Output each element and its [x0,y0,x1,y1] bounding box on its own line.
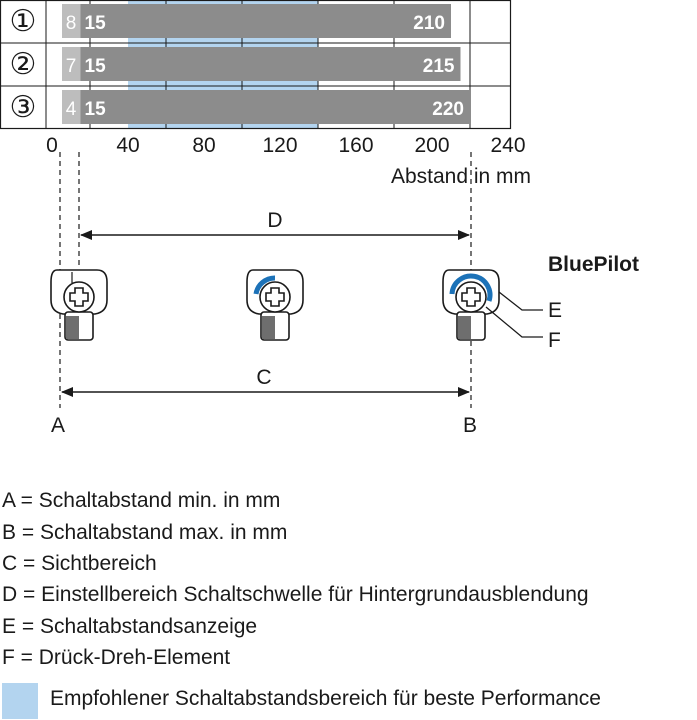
knob-stem-shade [262,316,275,339]
min-zone-bar [62,90,81,124]
bar-row: ② 7 15 215 [10,47,461,81]
x-axis-label: Abstand in mm [391,165,531,188]
dimension-d: D [80,209,470,240]
cross-screw-icon [69,287,89,307]
end-value-label: 210 [413,13,445,34]
legend-e: E = Schaltabstandsanzeige [2,615,258,638]
callout-e: E [498,291,562,322]
bar-row: ③ 4 15 220 [10,90,470,124]
chart-bars: ① 8 15 210 ② 7 15 215 ③ 4 15 220 [10,4,470,124]
label-a: A [51,414,65,437]
row-marker: ③ [10,91,37,124]
knob-stem-shade [458,316,471,339]
x-tick-label: 40 [116,134,139,157]
min-zone-bar [62,47,81,81]
bluepilot-label: BluePilot [548,253,639,276]
x-tick-label: 80 [192,134,215,157]
end-value-label: 220 [432,99,464,120]
label-c: C [256,366,271,389]
cross-screw-icon [265,287,285,307]
legend-c: C = Sichtbereich [2,552,157,575]
knob [442,269,500,341]
range-bar [80,47,461,81]
blue-indicator-arc [449,273,493,302]
label-b: B [463,414,477,437]
x-axis-ticks: 0 40 80 120 160 200 240 [46,134,525,157]
dimension-c: C [61,366,470,397]
x-tick-label: 0 [46,134,58,157]
start-value-label: 15 [85,99,107,120]
min-value-label: 8 [66,13,77,34]
start-value-label: 15 [85,56,107,77]
min-value-label: 7 [66,56,77,77]
label-f: F [548,329,561,352]
legend-b: B = Schaltabstand max. in mm [2,521,288,544]
knob-row [50,269,500,341]
label-e: E [548,299,562,322]
x-tick-label: 160 [338,134,373,157]
cross-screw-icon [461,287,481,307]
range-bar [80,4,451,38]
performance-swatch [2,683,38,719]
knob [246,269,304,341]
performance-note: Empfohlener Schaltabstandsbereich für be… [50,687,601,710]
blue-indicator-arc [253,275,276,295]
x-tick-label: 120 [262,134,297,157]
chart-frame [0,0,512,130]
label-d: D [267,209,282,232]
callout-f: F [485,306,561,352]
knob-stem-shade [66,316,79,339]
start-value-label: 15 [85,13,107,34]
bar-row: ① 8 15 210 [10,4,451,38]
range-bar [80,90,470,124]
x-tick-label: 200 [414,134,449,157]
min-zone-bar [62,4,81,38]
row-marker: ② [10,48,37,81]
legend-d: D = Einstellbereich Schaltschwelle für H… [2,583,589,606]
min-value-label: 4 [66,99,77,120]
knob [50,269,108,341]
end-value-label: 215 [423,56,455,77]
legend-a: A = Schaltabstand min. in mm [2,489,281,512]
legend-f: F = Drück-Dreh-Element [2,646,231,669]
row-marker: ① [10,5,37,38]
x-tick-label: 240 [490,134,525,157]
